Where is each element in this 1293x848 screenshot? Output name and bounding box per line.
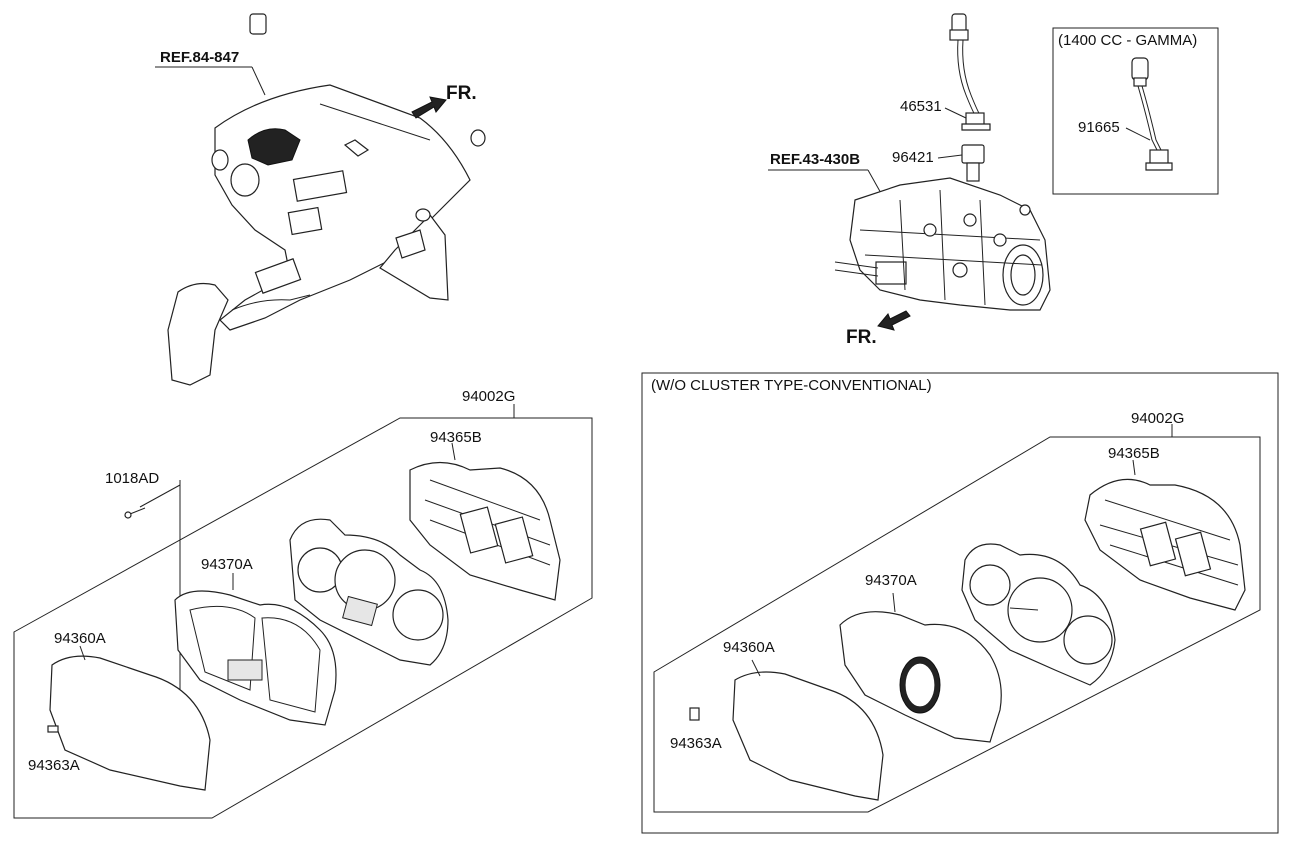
right-94365b-label: 94365B [1108,445,1160,462]
left-94370a-label: 94370A [201,556,253,573]
left-94363a-label: 94363A [28,757,80,774]
conventional-box-title: (W/O CLUSTER TYPE-CONVENTIONAL) [651,377,932,394]
ref-43-430b-label: REF.43-430B [770,151,861,168]
part-91665-label: 91665 [1078,119,1120,136]
ref-84-847-label: REF.84-847 [160,49,240,66]
left-1018ad-label: 1018AD [105,470,160,487]
right-94002g-label: 94002G [1131,410,1185,427]
speed-sensor-91665 [1125,57,1173,171]
gamma-box-title: (1400 CC - GAMMA) [1058,32,1198,49]
dashboard-illustration [155,66,486,386]
front-direction-label-top: FR. [446,83,477,104]
front-arrow-top [411,96,447,119]
speed-sensor-46531 [249,13,991,131]
front-direction-label-mid: FR. [846,327,877,348]
gamma-variant-box [1052,27,1219,195]
right-cluster-assembly [653,424,1261,813]
right-94363a-label: 94363A [670,735,722,752]
left-94365b-label: 94365B [430,429,482,446]
left-94002g-label: 94002G [462,388,516,405]
front-arrow-mid [877,310,911,331]
sensor-96421 [937,144,985,182]
right-94360a-label: 94360A [723,639,775,656]
conventional-variant-box [641,372,1279,834]
part-46531-label: 46531 [900,98,942,115]
left-cluster-assembly [13,404,593,819]
left-94360a-label: 94360A [54,630,106,647]
right-94370a-label: 94370A [865,572,917,589]
part-96421-label: 96421 [892,149,934,166]
transmission-illustration [768,169,1051,311]
